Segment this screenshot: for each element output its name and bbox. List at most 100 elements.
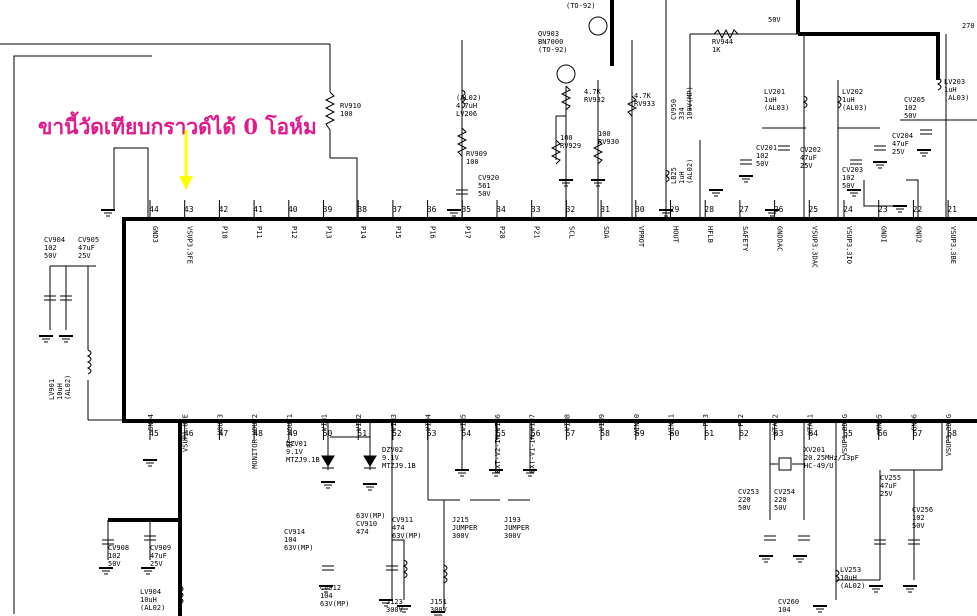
top-pin-signal: P17 xyxy=(463,226,471,239)
ic-body xyxy=(122,217,977,423)
bottom-pin-signal: VSUP3.3DIG xyxy=(945,414,953,456)
top-pin-number: 22 xyxy=(913,205,923,214)
ground-symbol xyxy=(893,205,907,213)
cv-top-label: 50V xyxy=(768,16,781,24)
ground-symbol xyxy=(447,209,461,217)
top-pin-number: 33 xyxy=(531,205,541,214)
qv903-label: (TO-92) xyxy=(538,46,568,54)
lv202-label: LV202 xyxy=(842,88,863,96)
lv904-label: LV904 xyxy=(140,588,161,596)
cv254-label: CV254 xyxy=(774,488,795,496)
ground-symbol xyxy=(455,469,469,477)
lv206-label: LV206 xyxy=(456,110,477,118)
bottom-pin-number: 68 xyxy=(947,429,957,438)
ground-symbol xyxy=(141,567,155,575)
lv202-label: 1uH xyxy=(842,96,855,104)
top-pin-signal: SAFETY xyxy=(741,226,749,252)
top-pin-number: 23 xyxy=(878,205,888,214)
ground-symbol xyxy=(659,209,673,217)
top-pin-signal: P11 xyxy=(255,226,263,239)
rv909-label: 100 xyxy=(466,158,479,166)
bottom-pin-signal: P23 xyxy=(702,414,710,427)
cv950-label: 100V(MP) xyxy=(686,86,694,120)
lb25-label: LB25 xyxy=(670,167,678,184)
cv912-label: 104 xyxy=(320,592,333,600)
lv201-label: (AL03) xyxy=(764,104,789,112)
top-pin-number: 41 xyxy=(253,205,263,214)
ground-symbol xyxy=(363,483,377,491)
cv205-label: 50V xyxy=(904,112,917,120)
cv202-label: 47uF xyxy=(800,154,817,162)
cv914-label: 63V(MP) xyxy=(284,544,314,552)
top-pin-signal: SCL xyxy=(567,226,575,239)
j215-label: 300V xyxy=(452,532,470,540)
cv914-label: CV914 xyxy=(284,528,305,536)
transistors xyxy=(556,16,608,84)
dzv01-label: 9.1V xyxy=(286,448,304,456)
lv253-label: LV253 xyxy=(840,566,861,574)
bottom-pin-signal: GND6 xyxy=(910,414,918,431)
top-pin-number: 27 xyxy=(739,205,749,214)
ic-top-pins: 44GND343VSUP3.3FE42P1041P1140P1239P1338P… xyxy=(149,200,957,268)
bottom-pin-number: 55 xyxy=(496,429,506,438)
bottom-pin-signal: VIN8 xyxy=(563,414,571,431)
rv944-label: 1K xyxy=(712,46,721,54)
top-pin-number: 34 xyxy=(496,205,506,214)
j215-label: J215 xyxy=(452,516,469,524)
ground-symbol xyxy=(869,585,883,593)
lv203-label: LV203 xyxy=(944,78,965,86)
measurement-annotation: ขานี้วัดเทียบกราวด์ได้ 0 โอห์ม xyxy=(38,111,317,139)
bottom-pin-number: 54 xyxy=(461,429,471,438)
top-pin-signal: P14 xyxy=(359,226,367,239)
top-pin-signal: P15 xyxy=(394,226,402,239)
top-pin-number: 29 xyxy=(670,205,680,214)
top-pin-number: 32 xyxy=(566,205,576,214)
bottom-pin-number: 64 xyxy=(808,429,818,438)
ground-symbol xyxy=(489,469,503,477)
top-pin-signal: VSUP3.3FE xyxy=(186,226,194,264)
lb25-label: (AL02) xyxy=(686,159,694,184)
ground-symbol xyxy=(847,189,861,197)
top-pin-signal: P16 xyxy=(429,226,437,239)
top-pin-number: 30 xyxy=(635,205,645,214)
ground-symbol xyxy=(379,599,393,607)
bottom-pin-number: 62 xyxy=(739,429,749,438)
lv904-label: (AL02) xyxy=(140,604,165,612)
ground-symbol xyxy=(903,585,917,593)
rv929-label: 100 xyxy=(560,134,573,142)
top-pin-signal: P20 xyxy=(498,226,506,239)
cv904-label: 102 xyxy=(44,244,57,252)
rv944-label: RV944 xyxy=(712,38,733,46)
lv203-label: 1uH xyxy=(944,86,957,94)
rv930-label: RV930 xyxy=(598,138,619,146)
top-pin-number: 35 xyxy=(461,205,471,214)
qv903-label: BN7000 xyxy=(538,38,563,46)
bottom-pin-number: 53 xyxy=(427,429,437,438)
cv910-label: 474 xyxy=(356,528,369,536)
ground-symbol xyxy=(765,209,779,217)
top-pin-signal: SDA xyxy=(602,226,610,239)
ground-symbol xyxy=(431,611,445,616)
top-pin-signal: P13 xyxy=(325,226,333,239)
bottom-pin-signal: VIN3 xyxy=(390,414,398,431)
bottom-pin-number: 58 xyxy=(600,429,610,438)
bottom-pin-signal: EXT-V2-IN VIN6 xyxy=(494,414,502,473)
bottom-pin-number: 57 xyxy=(566,429,576,438)
lv253-label: (AL02) xyxy=(840,582,865,590)
top-pin-signal: P12 xyxy=(290,226,298,239)
bottom-pin-number: 48 xyxy=(253,429,263,438)
top-pin-signal: HOUT xyxy=(672,226,680,244)
bottom-pin-signal: EXT-V1-IN VIN7 xyxy=(529,414,537,473)
lv253-label: 10uH xyxy=(840,574,857,582)
bottom-pin-number: 59 xyxy=(635,429,645,438)
cv255-label: 47uF xyxy=(880,482,897,490)
cv204-label: 47uF xyxy=(892,140,909,148)
j123-label: J123 xyxy=(386,598,403,606)
component-labels: (TO-92)QV903BN7000(TO-92)RV9441KRV910100… xyxy=(44,2,975,614)
lv201-label: LV201 xyxy=(764,88,785,96)
top-pin-signal: GNDI xyxy=(880,226,888,243)
bottom-pin-signal: VSUP1.8FE xyxy=(182,414,190,452)
zener-diodes xyxy=(321,455,377,469)
cv904-label: CV904 xyxy=(44,236,65,244)
